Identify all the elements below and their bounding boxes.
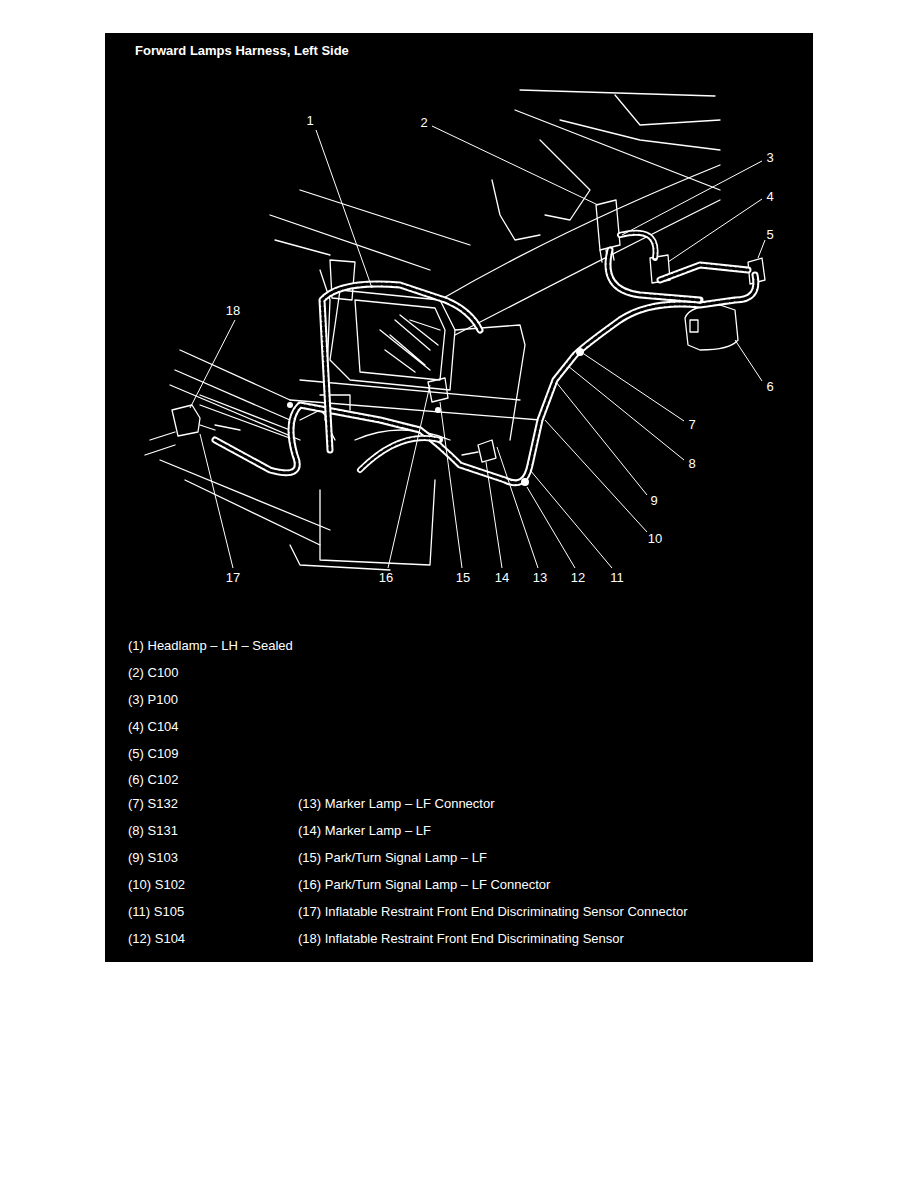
callout-number: 8 [688,456,695,471]
legend-entry: (10) S102 [128,877,185,892]
callout-number: 7 [688,417,695,432]
legend-entry: (5) C109 [128,746,179,761]
legend-entry: (4) C104 [128,719,179,734]
legend-entry: (1) Headlamp – LH – Sealed [128,638,293,653]
legend-entry: (7) S132 [128,796,178,811]
callout-number: 10 [648,531,662,546]
legend-entry: (15) Park/Turn Signal Lamp – LF [298,850,487,865]
callout-number: 4 [766,189,773,204]
callout-number: 2 [420,115,427,130]
black-panel [105,33,813,962]
legend-entry: (13) Marker Lamp – LF Connector [298,796,495,811]
callout-number: 18 [226,303,240,318]
callout-number: 5 [766,227,773,242]
legend-entry: (16) Park/Turn Signal Lamp – LF Connecto… [298,877,550,892]
legend-entry: (14) Marker Lamp – LF [298,823,431,838]
callout-number: 14 [495,570,509,585]
callout-number: 12 [571,570,585,585]
legend-entry: (3) P100 [128,692,178,707]
legend-entry: (11) S105 [128,904,184,919]
callout-number: 1 [306,113,313,128]
callout-number: 16 [379,570,393,585]
legend-entry: (17) Inflatable Restraint Front End Disc… [298,904,687,919]
callout-number: 9 [650,493,657,508]
legend-entry: (2) C100 [128,665,179,680]
callout-number: 17 [226,570,240,585]
diagram-title: Forward Lamps Harness, Left Side [135,43,349,58]
legend-entry: (9) S103 [128,850,178,865]
legend-entry: (18) Inflatable Restraint Front End Disc… [298,931,624,946]
callout-number: 15 [456,570,470,585]
callout-number: 13 [533,570,547,585]
callout-number: 11 [610,570,624,585]
legend-entry: (12) S104 [128,931,185,946]
legend-entry: (6) C102 [128,772,179,787]
callout-number: 3 [766,150,773,165]
callout-number: 6 [766,379,773,394]
legend-entry: (8) S131 [128,823,178,838]
